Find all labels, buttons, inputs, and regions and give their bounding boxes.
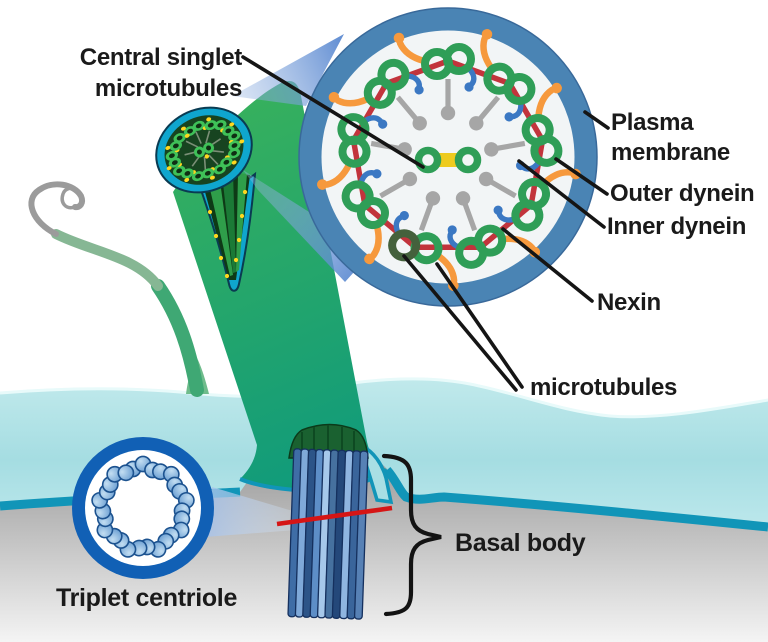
basal-body-cross-line — [276, 505, 393, 527]
central-bridge — [439, 153, 459, 167]
zoom-wedge-upper — [232, 34, 344, 106]
leader-line-outer-dynein — [554, 157, 609, 196]
leader-line-inner-dynein — [517, 159, 606, 229]
label-line: microtubules — [94, 75, 242, 102]
label-line: Central singlet — [79, 44, 243, 71]
basal-body-microtubules — [287, 448, 369, 620]
label-line: membrane — [611, 139, 730, 166]
leader-line-microtubules-2 — [435, 262, 524, 389]
leader-line-microtubules-1 — [402, 254, 518, 392]
leader-lines — [241, 55, 610, 392]
label-line: Plasma — [611, 109, 694, 136]
label-nexin: Nexin — [597, 289, 661, 316]
doublet-microtubule-highlighted — [388, 210, 459, 291]
leader-line-central-singlet — [241, 55, 425, 169]
surface-highlight — [0, 377, 768, 419]
surface-front-edge-right — [383, 466, 768, 532]
axoneme-cross-section — [298, 7, 598, 307]
tip-central-pair — [193, 142, 215, 159]
basal-body — [276, 423, 394, 620]
label-microtubules: microtubules — [530, 374, 678, 401]
label-outer-dynein: Outer dynein — [610, 180, 755, 207]
label-basal-body: Basal body — [455, 529, 586, 557]
doublet-microtubules — [316, 27, 583, 291]
label-triplet-centriole: Triplet centriole — [56, 584, 238, 612]
label-central-singlet-microtubules: Central singlet microtubules — [60, 42, 243, 104]
nexin-ring — [350, 58, 546, 250]
shaft-cutaway — [191, 164, 257, 292]
wavy-flagellum — [28, 181, 209, 397]
flagellum-tip-cross-section — [155, 106, 253, 194]
leader-line-nexin — [501, 227, 594, 303]
wavy-flagellum-curl — [60, 186, 79, 210]
leader-line-plasma-membrane — [583, 110, 610, 130]
label-plasma-membrane: Plasma membrane — [611, 108, 730, 168]
label-inner-dynein: Inner dynein — [607, 213, 747, 240]
triplet-centriole-cross-section — [72, 437, 214, 579]
central-pair-microtubules — [414, 146, 482, 174]
zoom-wedge-centriole — [205, 487, 296, 537]
basal-body-brace — [381, 453, 442, 617]
